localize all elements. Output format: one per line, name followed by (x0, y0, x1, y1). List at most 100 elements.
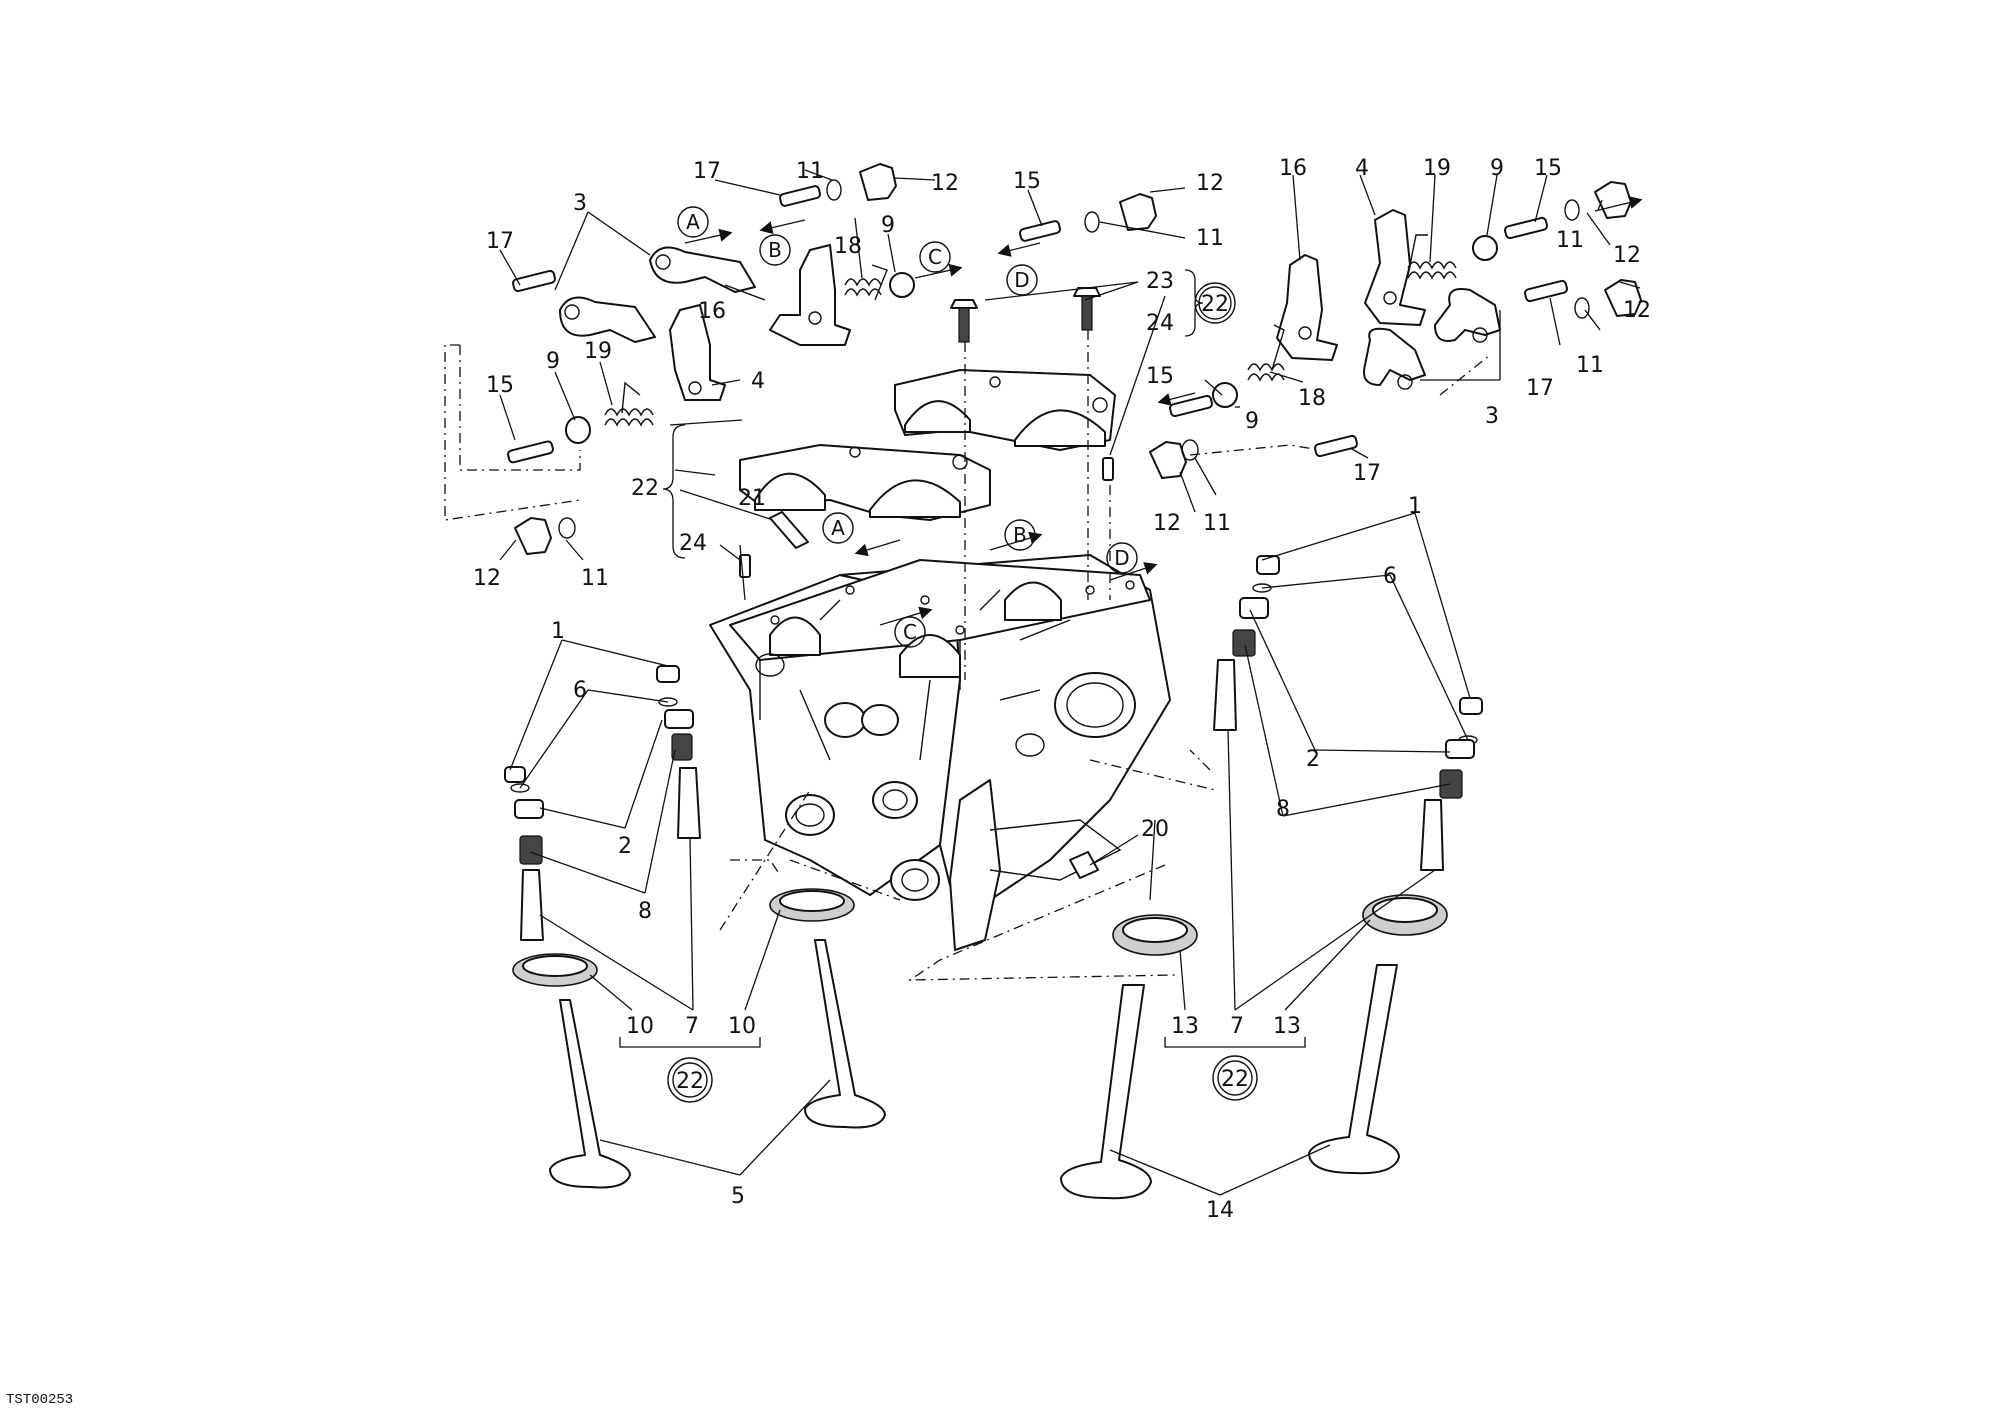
shaft-15-right-upper (1504, 216, 1548, 240)
rocker-3-right-lower (1363, 327, 1426, 390)
callout: 16 (1279, 156, 1307, 181)
callout: 13 (1171, 1014, 1199, 1039)
cam-cap-front (739, 444, 991, 521)
svg-text:B: B (768, 238, 782, 262)
callout-labels: 3 17 15 9 19 4 12 11 17 11 12 16 18 9 15… (473, 156, 1651, 1223)
plug-12-right-top (1564, 181, 1632, 221)
callout: 2 (1306, 747, 1320, 772)
callout: 9 (1245, 409, 1259, 434)
shaft-17-left-upper (512, 269, 556, 293)
callout: 15 (1534, 156, 1562, 181)
leader-lines (499, 169, 1641, 1196)
washer-9-right-lower (1212, 382, 1238, 408)
cam-cap-bolt-left (950, 299, 978, 343)
callout: 15 (486, 373, 514, 398)
callout: 12 (1196, 171, 1224, 196)
callout: 12 (931, 171, 959, 196)
assembly-lines (444, 330, 1491, 981)
callout: 11 (1556, 228, 1584, 253)
valve-train-left (504, 665, 886, 1189)
callout: 6 (1383, 564, 1397, 589)
kit-ref-right: 22 (1212, 1055, 1258, 1101)
svg-text:22: 22 (1221, 1067, 1249, 1092)
callout: 23 (1146, 269, 1174, 294)
callout: 15 (1013, 169, 1041, 194)
callout: 3 (573, 191, 587, 216)
callout: 8 (638, 899, 652, 924)
callout: 4 (751, 369, 765, 394)
callout: 2 (618, 834, 632, 859)
cam-cap-bolt-right (1073, 287, 1101, 331)
washer-9-top (889, 272, 915, 298)
shaft-15-top (1018, 220, 1062, 242)
callout: 6 (573, 678, 587, 703)
callout: 22 (631, 476, 659, 501)
callout: 1 (1408, 494, 1422, 519)
shaft-15-left (507, 440, 554, 464)
svg-text:C: C (928, 245, 942, 269)
plug-12-top-mid (1084, 193, 1157, 233)
callout: 8 (1276, 797, 1290, 822)
washer-9-left (565, 416, 591, 444)
shaft-17-right-lower (1314, 434, 1358, 458)
callout: 10 (626, 1014, 654, 1039)
callout: 4 (1355, 156, 1369, 181)
callout: 12 (473, 566, 501, 591)
svg-text:A: A (831, 516, 845, 540)
callout: 12 (1623, 298, 1651, 323)
callout: 3 (1485, 404, 1499, 429)
plug-20 (1069, 851, 1099, 879)
callout: 11 (1196, 226, 1224, 251)
callout: 7 (1230, 1014, 1244, 1039)
svg-text:22: 22 (676, 1069, 704, 1094)
shaft-17-left-top (778, 185, 822, 207)
callout: 20 (1141, 817, 1169, 842)
callout: 9 (881, 213, 895, 238)
shaft-15-right-lower (1169, 394, 1213, 418)
rocker-4-right (1364, 209, 1426, 326)
kit-ref-top: 22 (1194, 282, 1236, 324)
callout: 9 (1490, 156, 1504, 181)
svg-text:D: D (1014, 268, 1029, 292)
callout: 16 (698, 299, 726, 324)
callout: 21 (738, 486, 766, 511)
callout: 11 (1576, 353, 1604, 378)
callout: 5 (731, 1184, 745, 1209)
rocker-3-right-upper (1434, 288, 1501, 343)
rocker-3-left (649, 246, 756, 293)
plug-12-right-lower (1149, 439, 1199, 479)
direction-markers: A B C D A B C D (677, 206, 1138, 648)
rocker-3-left-lower (559, 296, 656, 343)
callout: 13 (1273, 1014, 1301, 1039)
callout: 19 (584, 339, 612, 364)
cylinder-head (709, 554, 1171, 951)
dowel-pin-right (1102, 457, 1114, 481)
callout: 11 (581, 566, 609, 591)
callout: 11 (1203, 511, 1231, 536)
callout: 18 (1298, 386, 1326, 411)
callout: 7 (685, 1014, 699, 1039)
callout: 10 (728, 1014, 756, 1039)
stud-21 (769, 511, 809, 549)
plug-12-right-mid (1574, 279, 1642, 319)
spring-18-left (844, 264, 888, 301)
callout: 9 (546, 349, 560, 374)
callout: 24 (1146, 311, 1174, 336)
callout: 12 (1613, 243, 1641, 268)
callout: 11 (796, 159, 824, 184)
callout: 14 (1206, 1198, 1234, 1223)
svg-text:D: D (1114, 546, 1129, 570)
callout: 1 (551, 619, 565, 644)
rocker-4-left (669, 304, 726, 401)
callout: 17 (1526, 376, 1554, 401)
svg-text:C: C (903, 620, 917, 644)
washer-9-right-upper (1472, 235, 1498, 261)
callout: 17 (1353, 461, 1381, 486)
plug-12-top-left (826, 163, 897, 201)
callout: 19 (1423, 156, 1451, 181)
diagram-ref-code: TST00253 (6, 1392, 73, 1408)
callout: 24 (679, 531, 707, 556)
callout: 17 (486, 229, 514, 254)
spring-19-right (1407, 234, 1457, 280)
